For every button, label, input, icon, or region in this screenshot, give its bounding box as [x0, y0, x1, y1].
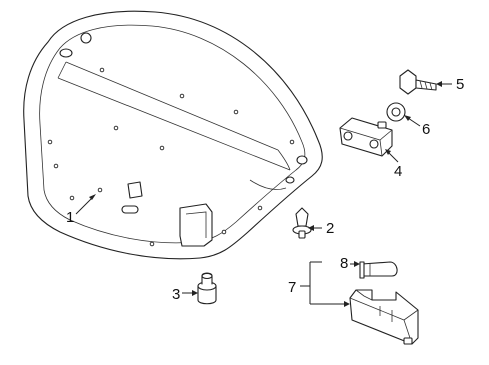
callout-8: 8 [340, 255, 360, 272]
callout-3: 3 [172, 286, 198, 303]
part-5-bolt [399, 69, 437, 95]
callout-4: 4 [385, 149, 402, 180]
callout-8-label: 8 [340, 255, 348, 272]
callout-2: 2 [308, 220, 334, 237]
callout-7: 7 [288, 261, 350, 307]
callout-5: 5 [436, 76, 464, 93]
part-8-bulb [359, 261, 398, 279]
callout-6-label: 6 [422, 121, 430, 138]
callout-1-label: 1 [66, 209, 74, 226]
part-7-lamp-housing [349, 289, 419, 345]
callout-6: 6 [404, 115, 430, 138]
part-3-bumper [197, 272, 217, 305]
part-1-trunk-lid-trim [23, 10, 323, 260]
callout-2-label: 2 [326, 220, 334, 237]
callout-1: 1 [66, 194, 96, 226]
callout-7-label: 7 [288, 279, 296, 296]
callout-5-label: 5 [456, 76, 464, 93]
part-6-washer [386, 102, 406, 122]
callout-3-label: 3 [172, 286, 180, 303]
callout-4-label: 4 [394, 163, 402, 180]
part-2-clip [292, 207, 312, 239]
part-4-bracket [339, 117, 393, 157]
